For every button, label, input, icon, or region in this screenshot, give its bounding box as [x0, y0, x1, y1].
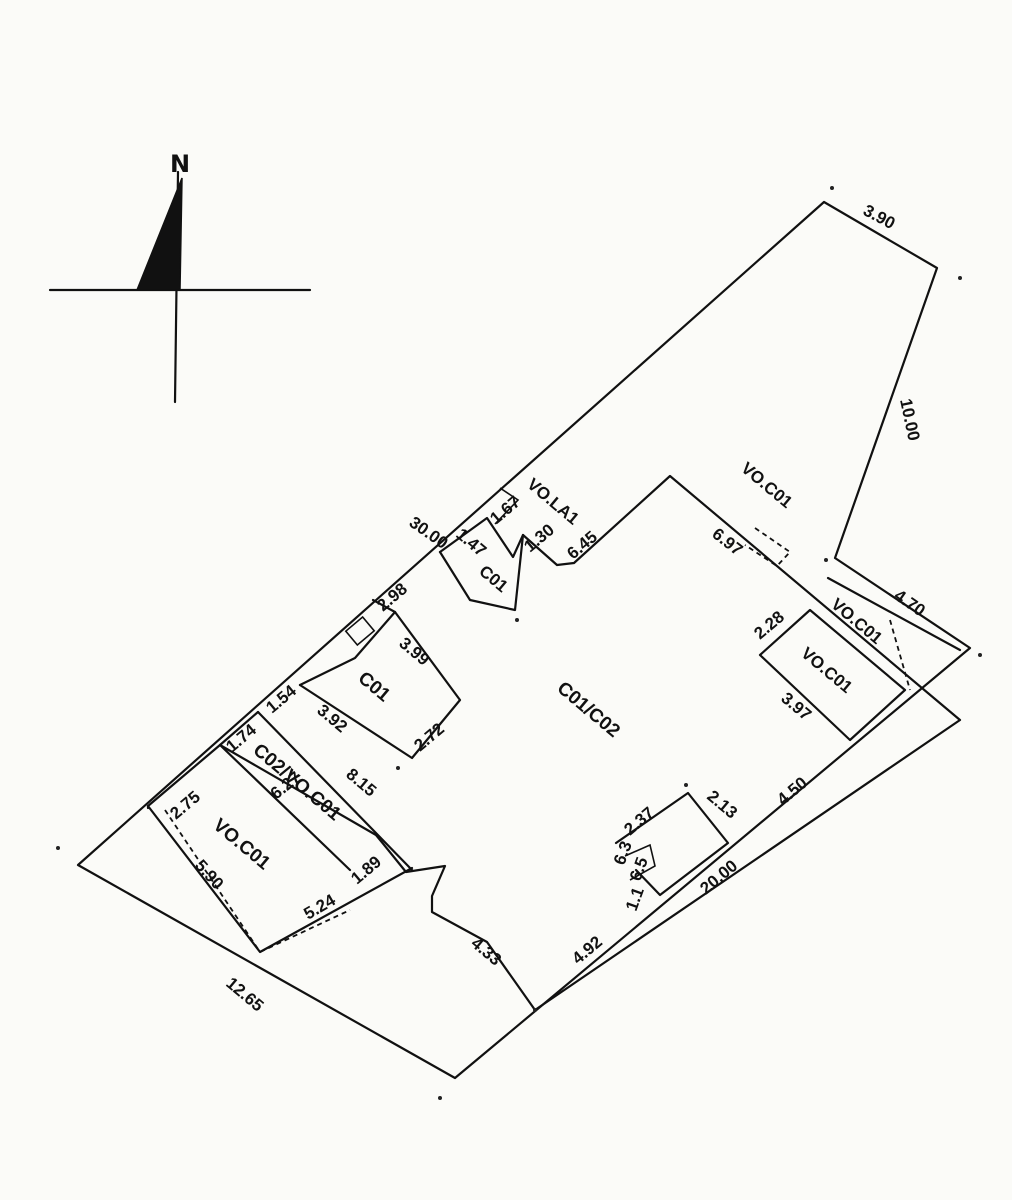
dim-3-92: 3.92 [313, 701, 351, 737]
survey-points [56, 186, 982, 1100]
label-c01-c02: C01/C02 [553, 678, 624, 742]
dim-12-65: 12.65 [222, 974, 267, 1016]
dim-3-97: 3.97 [777, 689, 815, 725]
dim-1-54: 1.54 [262, 681, 300, 717]
dim-2-75: 2.75 [166, 787, 204, 823]
label-vo-c01-mid: VO.C01 [827, 595, 886, 648]
dim-6-45: 6.45 [563, 527, 601, 563]
north-label: N [170, 150, 190, 178]
label-c01-small: C01 [475, 562, 511, 597]
dim-1-89: 1.89 [347, 852, 385, 888]
label-c01-room: C01 [354, 668, 395, 707]
dim-4-33: 4.33 [467, 934, 505, 970]
dim-2-72: 2.72 [410, 719, 448, 755]
dim-2-28: 2.28 [750, 607, 788, 643]
dim-4-92: 4.92 [568, 932, 606, 968]
dim-2-13: 2.13 [703, 787, 741, 823]
dim-3-99: 3.99 [395, 634, 433, 670]
label-vo-la1: VO.LA1 [523, 475, 582, 529]
label-vo-c01-left: VO.C01 [209, 815, 275, 875]
main-building-outline [146, 474, 962, 1012]
interior-walls [146, 487, 962, 954]
label-vo-c01-top: VO.C01 [737, 459, 796, 512]
north-arrow: N [48, 150, 312, 404]
dim-10-00: 10.00 [896, 397, 923, 443]
dim-8-15: 8.15 [342, 765, 380, 801]
dim-1-1: 1.1 [622, 885, 648, 914]
label-vo-c01-box: VO.C01 [797, 644, 856, 697]
dim-3-90: 3.90 [860, 201, 898, 233]
dim-30-00: 30.00 [406, 513, 452, 553]
parcel-boundary [76, 200, 972, 1080]
dim-1-47: 1.47 [452, 525, 490, 561]
north-arrow-head [135, 177, 183, 291]
dim-6-97: 6.97 [709, 524, 747, 559]
dim-4-50: 4.50 [773, 773, 811, 809]
dim-5-90: 5.90 [191, 856, 227, 893]
dim-2-37: 2.37 [620, 803, 658, 839]
